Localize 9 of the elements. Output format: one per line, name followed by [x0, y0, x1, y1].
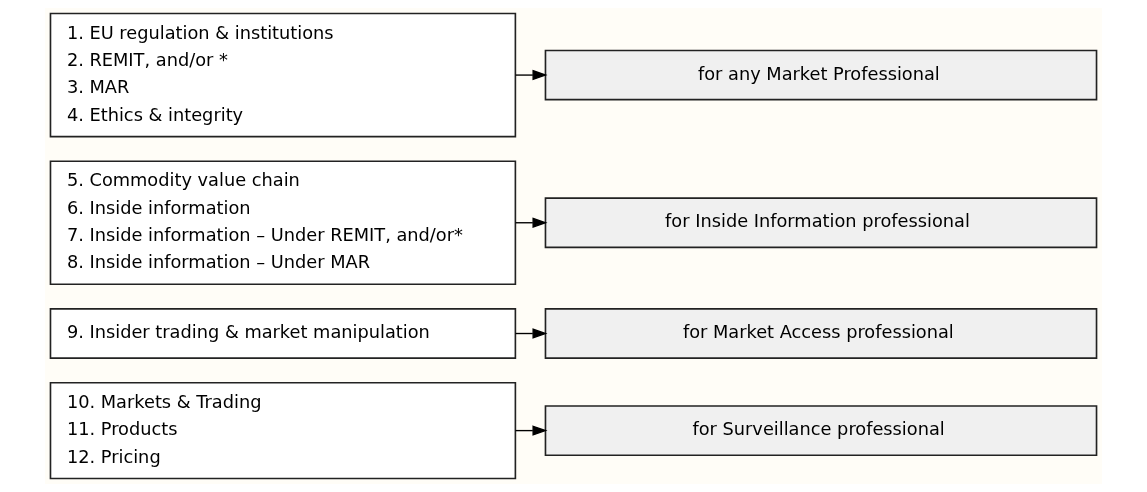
node-box: 1. EU regulation & institutions 2. REMIT, and/or * 3. MAR 4. Ethics & integrity	[49, 12, 517, 138]
node-box: for Inside Information professional	[544, 197, 1098, 249]
node-box: for Surveillance professional	[544, 405, 1098, 457]
node-box: 5. Commodity value chain 6. Inside information 7. Inside information – Under REMIT, and/or* 8. Inside information – Under MAR	[49, 160, 517, 286]
arrow	[514, 69, 548, 81]
node-box: 9. Insider trading & market manipulation	[49, 308, 517, 359]
node-box: for any Market Professional	[544, 49, 1098, 101]
node-box: for Market Access professional	[544, 308, 1098, 359]
node-box: 10. Markets & Trading 11. Products 12. Pricing	[49, 381, 517, 480]
